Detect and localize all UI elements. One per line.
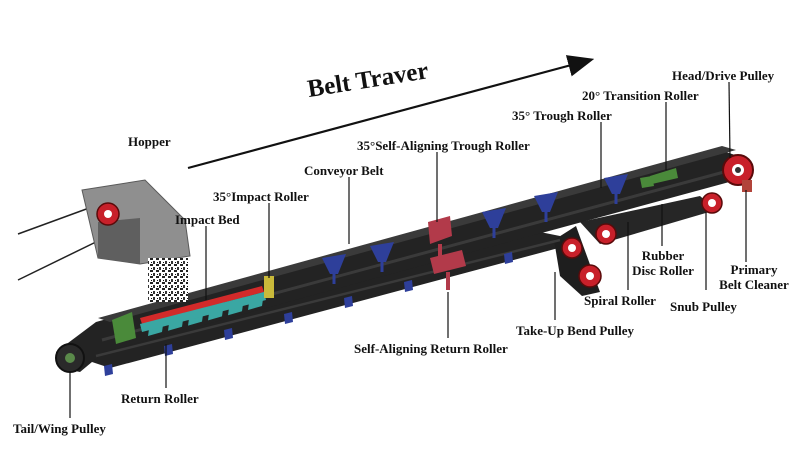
- label-transition-roller: 20° Transition Roller: [582, 88, 699, 103]
- trough-idler-4: [534, 192, 558, 212]
- leader-head-pulley: [728, 81, 731, 159]
- belt-cleaner: [742, 180, 752, 192]
- impact-bed-base: [140, 292, 266, 332]
- impact-roller: [264, 276, 274, 298]
- label-self-aligning-trough-roller: 35°Self-Aligning Trough Roller: [357, 138, 530, 153]
- impact-bed-top: [140, 286, 264, 324]
- ore-stream: [148, 258, 188, 302]
- label-impact-roller: 35°Impact Roller: [213, 189, 309, 204]
- label-rubber-disc-roller-line2: Disc Roller: [632, 263, 694, 278]
- snub-pulley-hub: [708, 199, 716, 207]
- label-return-roller: Return Roller: [121, 391, 199, 406]
- return-idler-4: [284, 312, 293, 324]
- return-idler-7: [504, 252, 513, 264]
- label-snub-pulley: Snub Pulley: [670, 299, 737, 314]
- hopper-roller-hub: [104, 210, 112, 218]
- take-up-pulley-2-hub: [568, 244, 576, 252]
- carrying-belt: [56, 150, 750, 372]
- tail-guard: [112, 312, 136, 344]
- hopper-front: [98, 218, 140, 264]
- return-idler-3: [224, 328, 233, 340]
- transition-roller-end: [640, 176, 654, 188]
- leader-lines: [69, 81, 747, 418]
- tail-wing-pulley-hub: [65, 353, 75, 363]
- label-conveyor-belt: Conveyor Belt: [304, 163, 384, 178]
- return-idlers: [104, 252, 513, 376]
- self-aligning-trough-roller: [428, 216, 452, 244]
- trough-idler-1: [322, 254, 346, 274]
- take-up-bend-pulley-hub: [586, 272, 594, 280]
- label-tail-wing-pulley: Tail/Wing Pulley: [13, 421, 106, 436]
- label-self-aligning-return-roller: Self-Aligning Return Roller: [354, 341, 508, 356]
- feed-line-lower: [17, 239, 101, 281]
- label-spiral-roller: Spiral Roller: [584, 293, 656, 308]
- trough-idler-2: [370, 242, 394, 262]
- label-trough-roller: 35° Trough Roller: [512, 108, 612, 123]
- label-take-up-bend-pulley: Take-Up Bend Pulley: [516, 323, 634, 338]
- label-rubber-disc-roller: Rubber Disc Roller: [628, 248, 698, 278]
- label-hopper: Hopper: [128, 134, 171, 149]
- label-primary-belt-cleaner-line1: Primary: [730, 262, 778, 277]
- frame-rail-lower: [95, 238, 561, 358]
- transition-roller-frame: [650, 168, 678, 184]
- return-idler-1: [104, 364, 113, 376]
- trough-idler-3: [482, 208, 506, 228]
- label-primary-belt-cleaner: Primary Belt Cleaner: [712, 262, 796, 292]
- impact-bed-supports: [140, 292, 266, 336]
- belt-travel-arrow: [187, 55, 595, 170]
- head-drive-pulley-axle: [735, 167, 741, 173]
- return-idler-2: [164, 344, 173, 356]
- self-aligning-return-roller: [430, 250, 466, 274]
- label-primary-belt-cleaner-line2: Belt Cleaner: [719, 277, 789, 292]
- label-head-drive-pulley: Head/Drive Pulley: [672, 68, 775, 83]
- return-idler-6: [404, 280, 413, 292]
- label-impact-bed: Impact Bed: [175, 212, 240, 227]
- trough-idlers: [322, 174, 628, 284]
- transition-rollers: [640, 168, 678, 188]
- label-rubber-disc-roller-line1: Rubber: [641, 248, 685, 263]
- return-idler-5: [344, 296, 353, 308]
- trough-idler-5: [604, 174, 628, 194]
- belt-top-surface: [98, 146, 736, 322]
- take-up-pulley-1-hub: [602, 230, 610, 238]
